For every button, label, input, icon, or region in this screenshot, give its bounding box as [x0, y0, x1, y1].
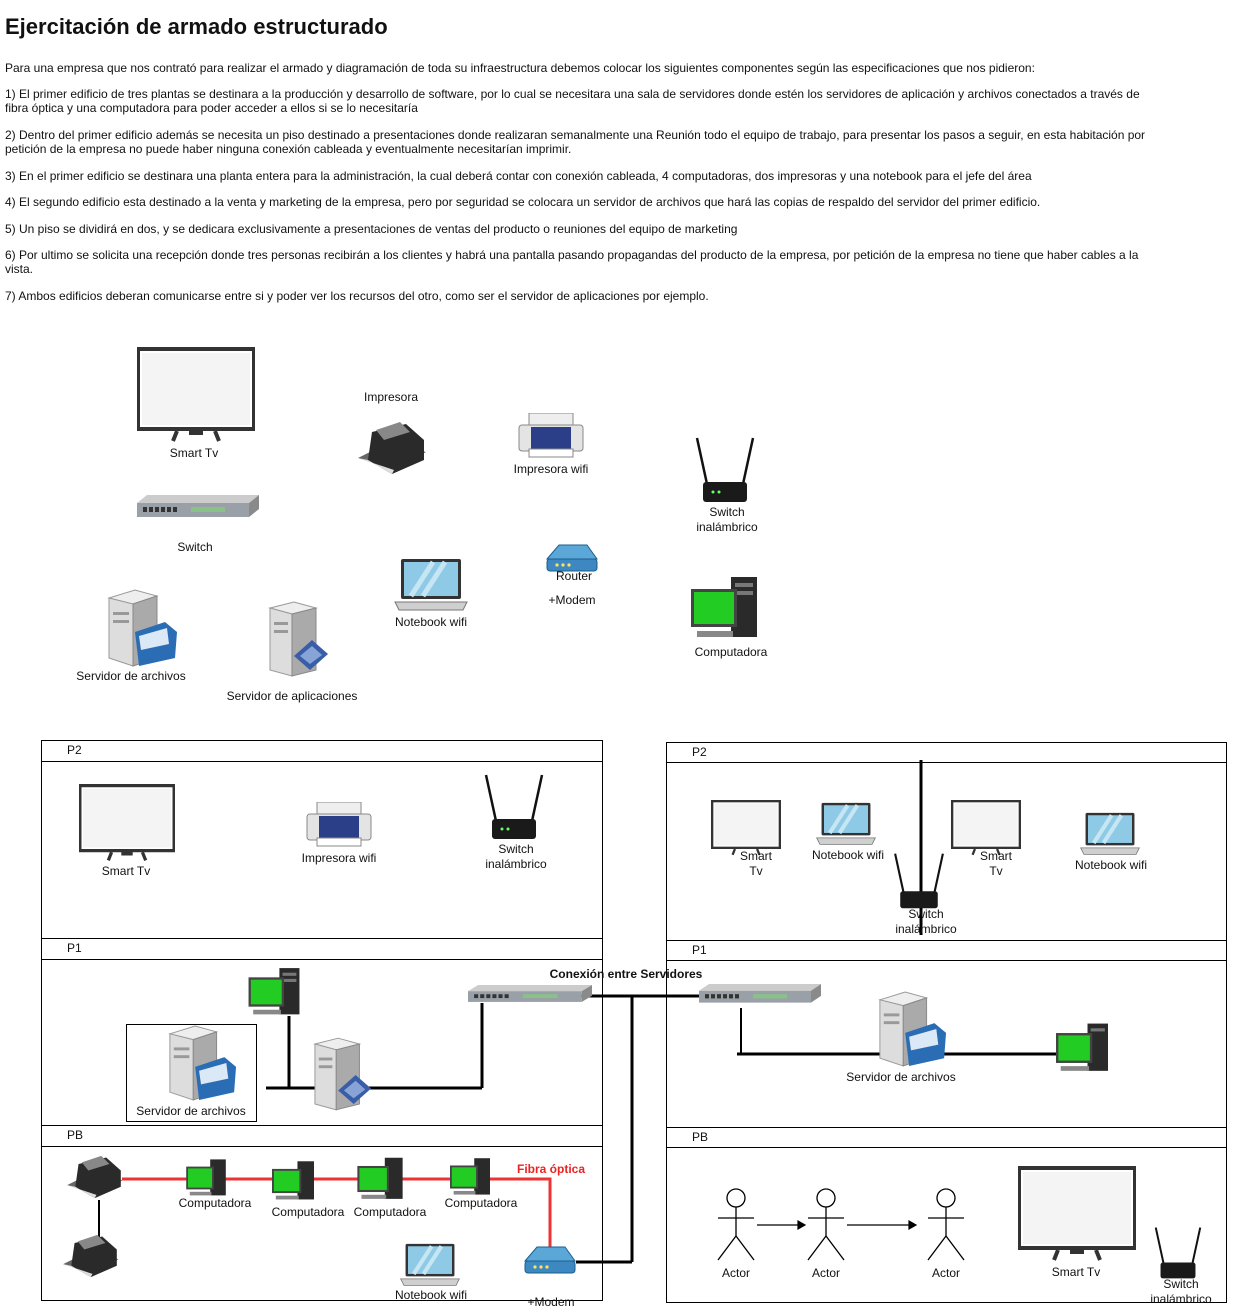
b1-p2-wireless-switch-icon: [482, 773, 546, 841]
b1-pb-computer-2-label: Computadora: [271, 1205, 345, 1219]
b1-pb-computer-3-icon: [356, 1156, 404, 1202]
b1-pb-printer-2-icon: [58, 1230, 122, 1282]
router-icon: [545, 543, 599, 573]
b2-pb-actor-3-label: Actor: [931, 1266, 961, 1280]
b2-p2-smart-tv-1-icon: [710, 800, 782, 856]
requirement-7: 7) Ambos edificios deberan comunicarse e…: [5, 289, 709, 303]
fiber-optic-cable: [122, 1177, 552, 1250]
wifi-printer-label: Impresora wifi: [513, 462, 589, 476]
b2-p2-notebook-2-icon: [1079, 812, 1141, 856]
b1-pb-computer-1-icon: [185, 1158, 227, 1198]
b1-pb-router-icon: [523, 1245, 577, 1275]
b2-p2-notebook-1-label: Notebook wifi: [811, 848, 885, 862]
printer-icon: [354, 416, 428, 480]
b1-p2-wifi-printer-icon: [305, 802, 373, 848]
b2-pb-actor-1-icon: [714, 1188, 758, 1262]
building2-floor-p1: P1: [692, 943, 707, 957]
computer-icon: [689, 575, 759, 641]
app-server-icon: [268, 600, 330, 678]
b2-p2-smart-tv-2-icon: [950, 800, 1022, 856]
building2-p1-header: [666, 940, 1227, 961]
b2-p2-notebook-1-icon: [815, 802, 877, 846]
file-server-icon: [105, 588, 179, 668]
requirement-6: 6) Por ultimo se solicita una recepción …: [5, 248, 1139, 276]
switch-icon: [137, 495, 259, 521]
switch-label: Switch: [177, 540, 213, 554]
b2-p2-wireless-switch-label: Switch inalámbrico: [895, 907, 957, 936]
printer-label: Impresora: [363, 390, 419, 404]
notebook-label: Notebook wifi: [394, 615, 468, 629]
building2-floor-p2: P2: [692, 745, 707, 759]
modem-label: +Modem: [548, 593, 596, 607]
wifi-printer-icon: [517, 413, 585, 459]
b1-p1-file-server-label: Servidor de archivos: [136, 1104, 246, 1118]
b2-p1-switch-icon: [699, 984, 821, 1006]
b1-p1-app-server-icon: [313, 1036, 373, 1112]
b1-pb-computer-1-label: Computadora: [178, 1196, 252, 1210]
b2-p2-wireless-switch-icon: [891, 852, 947, 910]
b2-p2-smart-tv-1-label: Smart Tv: [739, 849, 772, 878]
smart-tv-label: Smart Tv: [169, 446, 219, 460]
b1-pb-computer-2-icon: [270, 1160, 316, 1202]
building1-floor-p2: P2: [67, 743, 82, 757]
b1-pb-computer-4-icon: [448, 1157, 492, 1197]
file-server-label: Servidor de archivos: [76, 669, 186, 683]
b1-pb-computer-3-label: Computadora: [353, 1205, 427, 1219]
b2-p1-file-server-label: Servidor de archivos: [846, 1070, 956, 1084]
requirement-2: 2) Dentro del primer edificio además se …: [5, 128, 1146, 156]
router-label: Router: [555, 569, 593, 583]
requirement-3: 3) En el primer edificio se destinara un…: [5, 169, 1032, 183]
b2-pb-wireless-switch-label: Switch inalámbrico: [1150, 1277, 1212, 1306]
app-server-label: Servidor de aplicaciones: [226, 689, 358, 703]
b1-p1-switch-icon: [468, 985, 592, 1005]
building1-floor-p1: P1: [67, 941, 82, 955]
b1-p1-file-server-icon: [166, 1024, 238, 1102]
notebook-icon: [393, 558, 469, 612]
b1-pb-modem-label: +Modem: [527, 1295, 575, 1309]
b2-pb-smart-tv-icon: [1018, 1166, 1136, 1262]
b1-p1-computer-icon: [247, 966, 301, 1018]
b1-pb-computer-4-label: Computadora: [444, 1196, 518, 1210]
building1-pb-header: [41, 1125, 603, 1147]
smart-tv-icon: [137, 347, 255, 443]
server-link-label: Conexión entre Servidores: [549, 967, 703, 981]
b1-p2-smart-tv-icon: [79, 784, 175, 862]
building2-floor-pb: PB: [692, 1130, 709, 1144]
b2-pb-actor-3-icon: [924, 1188, 968, 1262]
requirement-5: 5) Un piso se dividirá en dos, y se dedi…: [5, 222, 738, 236]
b1-pb-notebook-label: Notebook wifi: [394, 1288, 468, 1302]
fiber-optic-label: Fibra óptica: [516, 1162, 586, 1176]
building1-p1-header: [41, 938, 603, 960]
b2-p2-smart-tv-2-label: Smart Tv: [979, 849, 1012, 878]
b1-p2-wireless-switch-label: Switch inalámbrico: [485, 842, 547, 871]
wireless-switch-label: Switch inalámbrico: [696, 505, 758, 534]
requirement-4: 4) El segundo edificio esta destinado a …: [5, 195, 1041, 209]
building1-floor-pb: PB: [67, 1128, 84, 1142]
b2-pb-actor-2-label: Actor: [811, 1266, 841, 1280]
b1-p2-smart-tv-label: Smart Tv: [101, 864, 151, 878]
building2-p2-header: [666, 742, 1227, 763]
b2-p2-notebook-2-label: Notebook wifi: [1074, 858, 1148, 872]
b2-p1-computer-icon: [1054, 1022, 1110, 1074]
b2-p1-file-server-icon: [876, 990, 948, 1068]
b2-pb-actor-1-label: Actor: [721, 1266, 751, 1280]
file-server-room: [126, 1024, 257, 1122]
intro-text: Para una empresa que nos contrató para r…: [5, 61, 1035, 75]
b2-pb-smart-tv-label: Smart Tv: [1051, 1265, 1101, 1279]
page-title: Ejercitación de armado estructurado: [5, 14, 388, 39]
b1-pb-printer-1-icon: [62, 1151, 126, 1203]
wireless-switch-icon: [693, 436, 757, 504]
b1-pb-notebook-icon: [399, 1243, 461, 1287]
b2-pb-actor-2-icon: [804, 1188, 848, 1262]
building1-p2-header: [41, 740, 603, 762]
b1-p2-wifi-printer-label: Impresora wifi: [301, 851, 377, 865]
building2-pb-header: [666, 1127, 1227, 1148]
computer-label: Computadora: [694, 645, 768, 659]
b2-pb-wireless-switch-icon: [1152, 1226, 1204, 1280]
requirement-1: 1) El primer edificio de tres plantas se…: [5, 87, 1140, 115]
